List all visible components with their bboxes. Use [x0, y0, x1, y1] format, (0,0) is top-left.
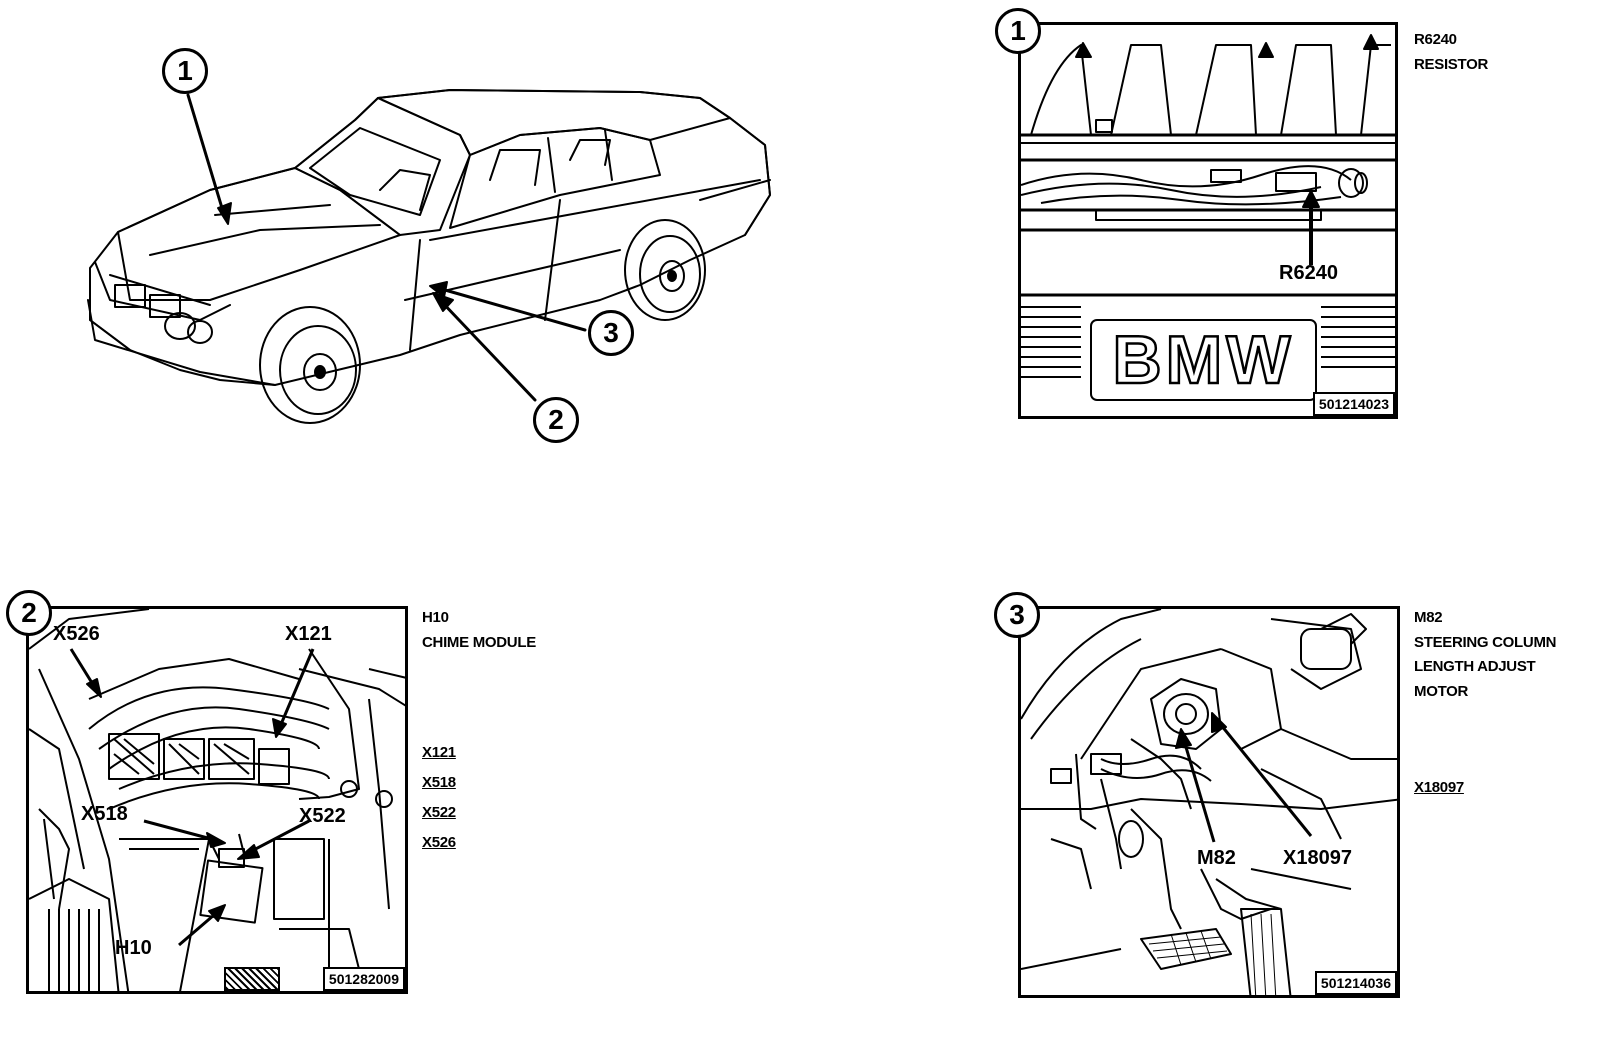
label-x526: X526	[53, 623, 100, 645]
panel-2-connector-list: X121 X518 X522 X526	[422, 738, 456, 858]
panel-3-steering-column-motor-location: M82 X18097 501214036	[1018, 606, 1400, 998]
label-x518: X518	[81, 803, 128, 825]
connector-x18097: X18097	[1414, 779, 1464, 796]
label-x18097: X18097	[1283, 847, 1352, 869]
panel-1-ref-number: 501214023	[1312, 392, 1395, 416]
label-m82: M82	[1197, 847, 1236, 869]
callout-3: 3	[588, 310, 634, 356]
panel-3-number: 3	[994, 592, 1040, 638]
panel-2-ref-number: 501282009	[322, 967, 405, 991]
panel-3-ref-number: 501214036	[1314, 971, 1397, 995]
panel-3-connector-list: X18097	[1414, 776, 1464, 801]
label-x121: X121	[285, 623, 332, 645]
caption-line: H10	[422, 609, 449, 626]
panel-1-number: 1	[995, 8, 1041, 54]
panel-2-number: 2	[6, 590, 52, 636]
connector-x526: X526	[422, 834, 456, 851]
panel-2-caption: H10 CHIME MODULE	[422, 606, 536, 655]
caption-line: R6240	[1414, 31, 1457, 48]
bmw-badge-text: BMW	[1111, 322, 1295, 398]
caption-line: MOTOR	[1414, 682, 1469, 700]
hatch-swatch	[224, 967, 280, 991]
label-x522: X522	[299, 805, 346, 827]
panel-1-resistor-location: R6240 BMW 501214023	[1018, 22, 1398, 419]
callout-2: 2	[533, 397, 579, 443]
label-h10: H10	[115, 937, 152, 959]
overview-car-illustration	[0, 0, 800, 470]
caption-line: STEERING COLUMN	[1414, 633, 1557, 651]
caption-line: CHIME MODULE	[422, 633, 536, 651]
caption-line: M82	[1414, 609, 1443, 626]
callout-1: 1	[162, 48, 208, 94]
caption-line: LENGTH ADJUST	[1414, 658, 1536, 675]
panel-2-chime-module-location: X526 X121 X518 X522 H10 501282009	[26, 606, 408, 994]
panel-1-caption: R6240 RESISTOR	[1414, 28, 1488, 77]
panel-3-caption: M82 STEERING COLUMN LENGTH ADJUST MOTOR	[1414, 606, 1556, 704]
caption-line: RESISTOR	[1414, 55, 1489, 73]
connector-x518: X518	[422, 774, 456, 791]
label-r6240: R6240	[1279, 262, 1338, 284]
connector-x522: X522	[422, 804, 456, 821]
connector-x121: X121	[422, 744, 456, 761]
